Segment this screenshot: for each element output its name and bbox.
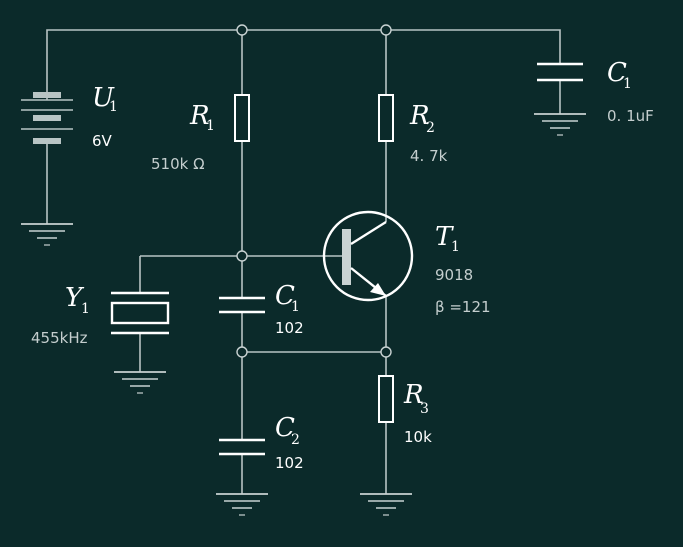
r3-value: 10k bbox=[404, 428, 432, 446]
junction-nodes bbox=[236, 24, 392, 358]
battery-cell bbox=[33, 138, 61, 144]
r2-ref-sub: 2 bbox=[426, 120, 435, 136]
c1-mid-ref: C bbox=[275, 281, 295, 311]
node-emitter bbox=[380, 346, 392, 358]
c1-top-ref-sub: 1 bbox=[623, 76, 632, 92]
t1-model: 9018 bbox=[435, 266, 473, 284]
emitter-arrow-icon bbox=[370, 283, 386, 296]
t1-beta: β =121 bbox=[435, 298, 491, 316]
capacitor-c1-top: C 1 0. 1uF bbox=[537, 58, 654, 125]
r3-ref: R bbox=[403, 380, 424, 410]
t1-ref-sub: 1 bbox=[451, 239, 460, 255]
resistor-body bbox=[378, 94, 394, 142]
resistor-body bbox=[378, 375, 394, 423]
y1-value: 455kHz bbox=[31, 329, 88, 347]
ground-c1-top bbox=[534, 113, 586, 136]
node-top-r2 bbox=[380, 24, 392, 36]
ground-battery bbox=[21, 223, 73, 246]
transistor-base-bar bbox=[342, 229, 351, 285]
capacitor-c2: C 2 102 bbox=[219, 413, 304, 472]
y1-ref: Y bbox=[65, 283, 85, 313]
r1-ref: R bbox=[189, 101, 210, 131]
battery-cell bbox=[33, 115, 61, 121]
battery-u1: U 1 6V bbox=[21, 83, 118, 155]
c2-value: 102 bbox=[275, 454, 304, 472]
crystal-y1: Y 1 455kHz bbox=[31, 283, 170, 347]
r1-value: 510k Ω bbox=[151, 155, 205, 173]
c2-ref: C bbox=[275, 413, 295, 443]
t1-ref: T bbox=[435, 222, 454, 252]
battery-value: 6V bbox=[92, 132, 113, 150]
transistor-t1: T 1 9018 β =121 bbox=[322, 210, 491, 316]
c2-ref-sub: 2 bbox=[291, 432, 300, 448]
ground-r3 bbox=[360, 493, 412, 516]
c1-top-value: 0. 1uF bbox=[607, 107, 654, 125]
c1-top-ref: C bbox=[607, 58, 627, 88]
capacitor-c1-mid: C 1 102 bbox=[219, 281, 304, 337]
resistor-body bbox=[234, 94, 250, 142]
wires bbox=[46, 29, 561, 494]
y1-ref-sub: 1 bbox=[81, 301, 90, 317]
node-top-r1 bbox=[236, 24, 248, 36]
c1-mid-value: 102 bbox=[275, 319, 304, 337]
r2-ref: R bbox=[409, 101, 430, 131]
node-c1c2 bbox=[236, 346, 248, 358]
r2-value: 4. 7k bbox=[410, 147, 448, 165]
resistor-r3: R 3 10k bbox=[378, 375, 432, 446]
ground-c2 bbox=[216, 493, 268, 516]
r3-ref-sub: 3 bbox=[420, 401, 429, 417]
resistor-r1: R 1 510k Ω bbox=[151, 94, 250, 173]
r1-ref-sub: 1 bbox=[206, 118, 215, 134]
ground-crystal bbox=[114, 371, 166, 394]
transistor-envelope bbox=[322, 210, 414, 302]
resistor-r2: R 2 4. 7k bbox=[378, 94, 448, 165]
battery-ref: U bbox=[92, 83, 115, 113]
battery-ref-sub: 1 bbox=[109, 99, 118, 115]
battery-cell bbox=[33, 92, 61, 98]
node-base bbox=[236, 250, 248, 262]
crystal-body bbox=[110, 301, 170, 325]
c1-mid-ref-sub: 1 bbox=[291, 299, 300, 315]
